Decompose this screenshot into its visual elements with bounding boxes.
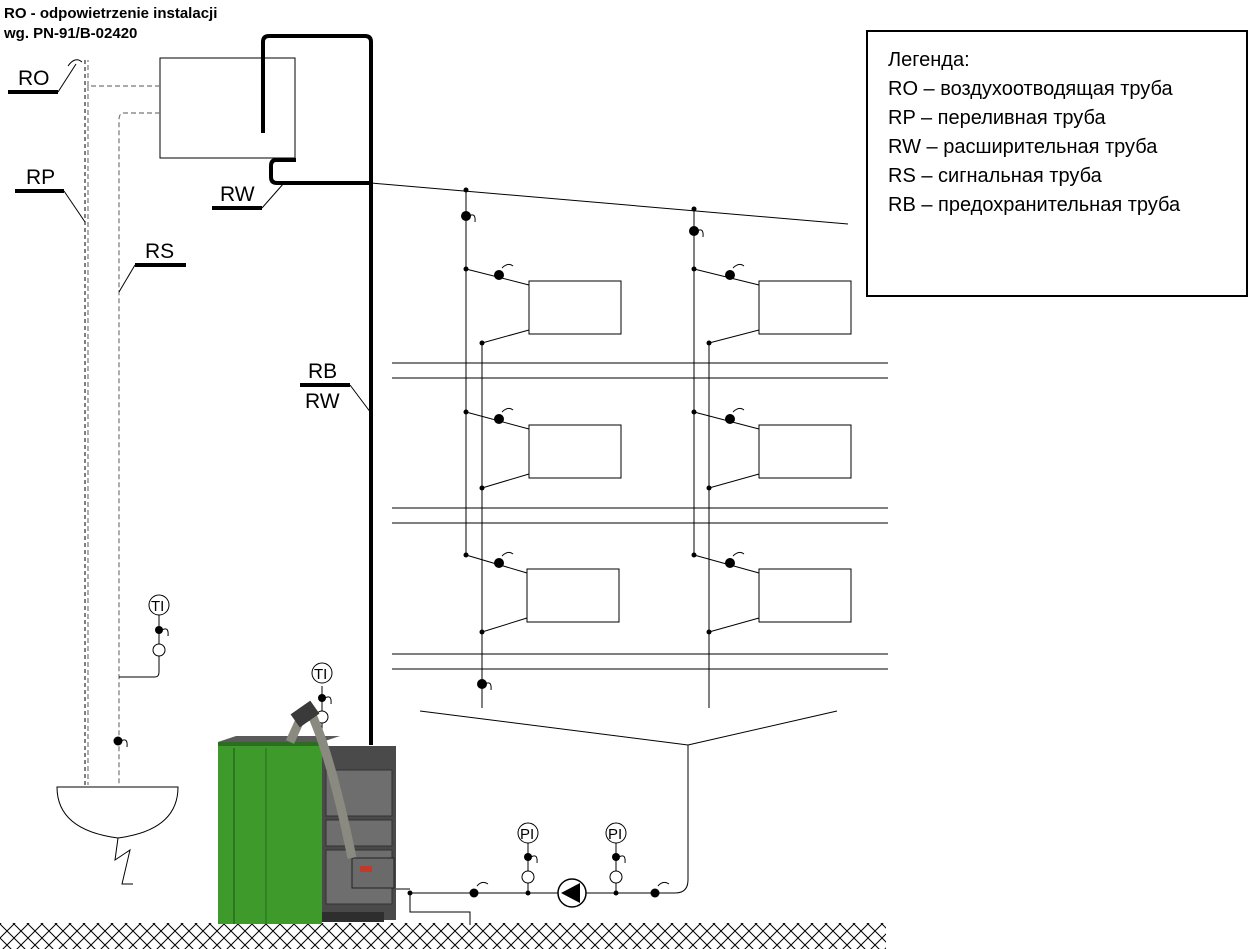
radiator-valve bbox=[725, 414, 735, 424]
label-rs: RS bbox=[145, 240, 175, 263]
standard-note-line-2: wg. PN-91/B-02420 bbox=[4, 25, 138, 42]
pi-right-handle bbox=[618, 855, 626, 864]
distribution-pipes bbox=[370, 182, 888, 925]
ti-left-label: TI bbox=[151, 598, 165, 615]
radiator bbox=[758, 568, 852, 623]
radiator-valve bbox=[494, 270, 504, 280]
ro-vent-cap bbox=[67, 59, 83, 67]
radiator-valve bbox=[494, 414, 504, 424]
rw-expansion-pipe bbox=[261, 34, 373, 745]
pi-left-label: PI bbox=[520, 826, 535, 843]
radiator bbox=[758, 424, 852, 479]
ti-left-gauge bbox=[148, 594, 170, 616]
radiator bbox=[528, 280, 622, 335]
drain-siphon bbox=[114, 837, 133, 885]
expansion-tank bbox=[159, 57, 296, 159]
ti-boiler-valve bbox=[318, 694, 326, 702]
legend-item-rs: RS – сигнальная труба bbox=[888, 165, 1102, 187]
radiator-valve bbox=[494, 558, 504, 568]
radiator-valve bbox=[725, 270, 735, 280]
pi-right-label: PI bbox=[608, 826, 623, 843]
legend-item-rp: RP – переливная труба bbox=[888, 107, 1106, 129]
rs-signal-pipe bbox=[118, 112, 160, 785]
valve-handles bbox=[120, 214, 745, 887]
legend-item-rw: RW – расширительная труба bbox=[888, 136, 1158, 158]
pellet-burner bbox=[351, 857, 395, 889]
legend-box: Легенда: RO – воздухоотводящая труба RP … bbox=[866, 30, 1248, 297]
rs-gauge-branch bbox=[119, 613, 160, 678]
supply-valve bbox=[469, 888, 479, 898]
pi-left-gauge bbox=[517, 822, 539, 844]
radiators bbox=[526, 280, 852, 623]
pi-right-sensor bbox=[609, 870, 623, 884]
pi-left-valve bbox=[524, 853, 532, 861]
legend-item-ro: RO – воздухоотводящая труба bbox=[888, 78, 1173, 100]
label-rp: RP bbox=[26, 166, 56, 189]
drain-funnel bbox=[56, 786, 179, 839]
ti-left-valve bbox=[155, 626, 163, 634]
radiator bbox=[758, 280, 852, 335]
radiator bbox=[526, 568, 620, 623]
legend-heading: Легенда: bbox=[888, 49, 970, 71]
pellet-boiler bbox=[218, 700, 396, 924]
rs-valve bbox=[113, 736, 123, 746]
valves bbox=[407, 187, 735, 898]
legend-item-rb: RB – предохранительная труба bbox=[888, 194, 1181, 216]
boiler-door bbox=[325, 819, 393, 847]
label-ro: RO bbox=[18, 67, 50, 90]
ti-boiler-handle bbox=[324, 696, 332, 705]
pump-arrow bbox=[561, 883, 580, 903]
standard-note: RO - odpowietrzenie instalacji wg. PN-91… bbox=[4, 4, 217, 44]
supply-valve bbox=[650, 888, 660, 898]
pi-right-gauge bbox=[605, 822, 627, 844]
radiator bbox=[528, 424, 622, 479]
ro-vent-pipe bbox=[87, 60, 160, 785]
riser-valve bbox=[461, 211, 471, 221]
label-rw-second: RW bbox=[305, 390, 340, 413]
label-rw: RW bbox=[220, 183, 255, 206]
ground-hatch bbox=[0, 923, 886, 949]
label-rb: RB bbox=[308, 360, 338, 383]
ti-left-sensor bbox=[152, 643, 166, 657]
label-leaders bbox=[8, 63, 372, 414]
pi-left-sensor bbox=[521, 870, 535, 884]
riser-valve bbox=[689, 226, 699, 236]
pi-left-handle bbox=[530, 855, 538, 864]
boiler-body bbox=[218, 742, 322, 924]
return-valve bbox=[477, 679, 487, 689]
pellet-feeder-motor bbox=[290, 700, 320, 728]
standard-note-line-1: RO - odpowietrzenie instalacji bbox=[4, 5, 218, 22]
ti-boiler-label: TI bbox=[314, 666, 328, 683]
radiator-valve bbox=[725, 558, 735, 568]
ti-boiler-gauge bbox=[311, 662, 333, 684]
pi-right-valve bbox=[612, 853, 620, 861]
